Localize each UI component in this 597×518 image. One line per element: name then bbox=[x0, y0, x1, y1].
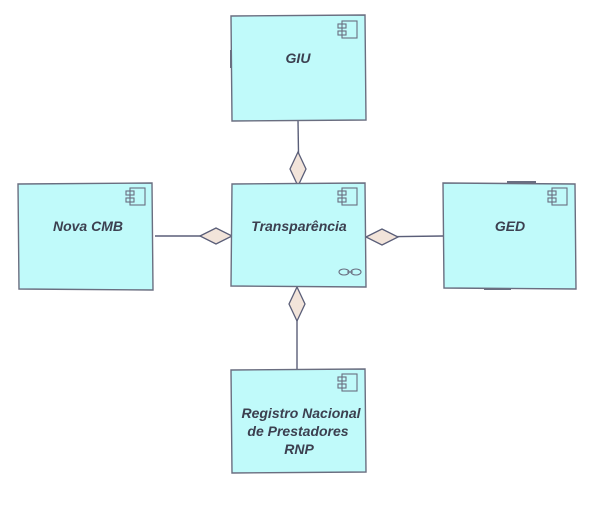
component-box bbox=[230, 368, 367, 474]
node-label-rnp-line-2: de Prestadores bbox=[247, 423, 348, 439]
node-label-giu: GIU bbox=[286, 50, 312, 66]
aggregation-diamond-icon bbox=[288, 285, 306, 323]
component-box bbox=[230, 182, 367, 288]
node-label-rnp-line-1: Registro Nacional bbox=[241, 405, 361, 421]
node-label-rnp-line-3: RNP bbox=[284, 441, 314, 457]
chain-link-icon bbox=[338, 268, 362, 276]
component-ged[interactable]: GED bbox=[442, 181, 577, 290]
node-label-transparencia: Transparência bbox=[251, 218, 347, 234]
component-box bbox=[17, 182, 154, 291]
aggregation-diamond-icon bbox=[364, 228, 400, 246]
component-box bbox=[230, 14, 367, 122]
node-label-ged: GED bbox=[495, 218, 525, 234]
uml-component-icon bbox=[337, 187, 358, 206]
component-rnp[interactable]: Registro Nacional de Prestadores RNP bbox=[230, 368, 367, 474]
component-transparencia[interactable]: Transparência bbox=[230, 182, 367, 288]
aggregation-diamond-icon bbox=[289, 150, 307, 188]
component-giu[interactable]: GIU bbox=[230, 14, 367, 122]
component-nova-cmb[interactable]: Nova CMB bbox=[17, 182, 154, 291]
uml-component-icon bbox=[125, 187, 146, 206]
uml-component-icon bbox=[337, 373, 358, 392]
aggregation-diamond-icon bbox=[198, 227, 234, 245]
node-label-nova-cmb: Nova CMB bbox=[53, 218, 123, 234]
uml-component-icon bbox=[337, 20, 358, 39]
aggregation-diamonds bbox=[198, 150, 400, 323]
component-box bbox=[442, 182, 577, 290]
uml-component-icon bbox=[547, 187, 568, 206]
